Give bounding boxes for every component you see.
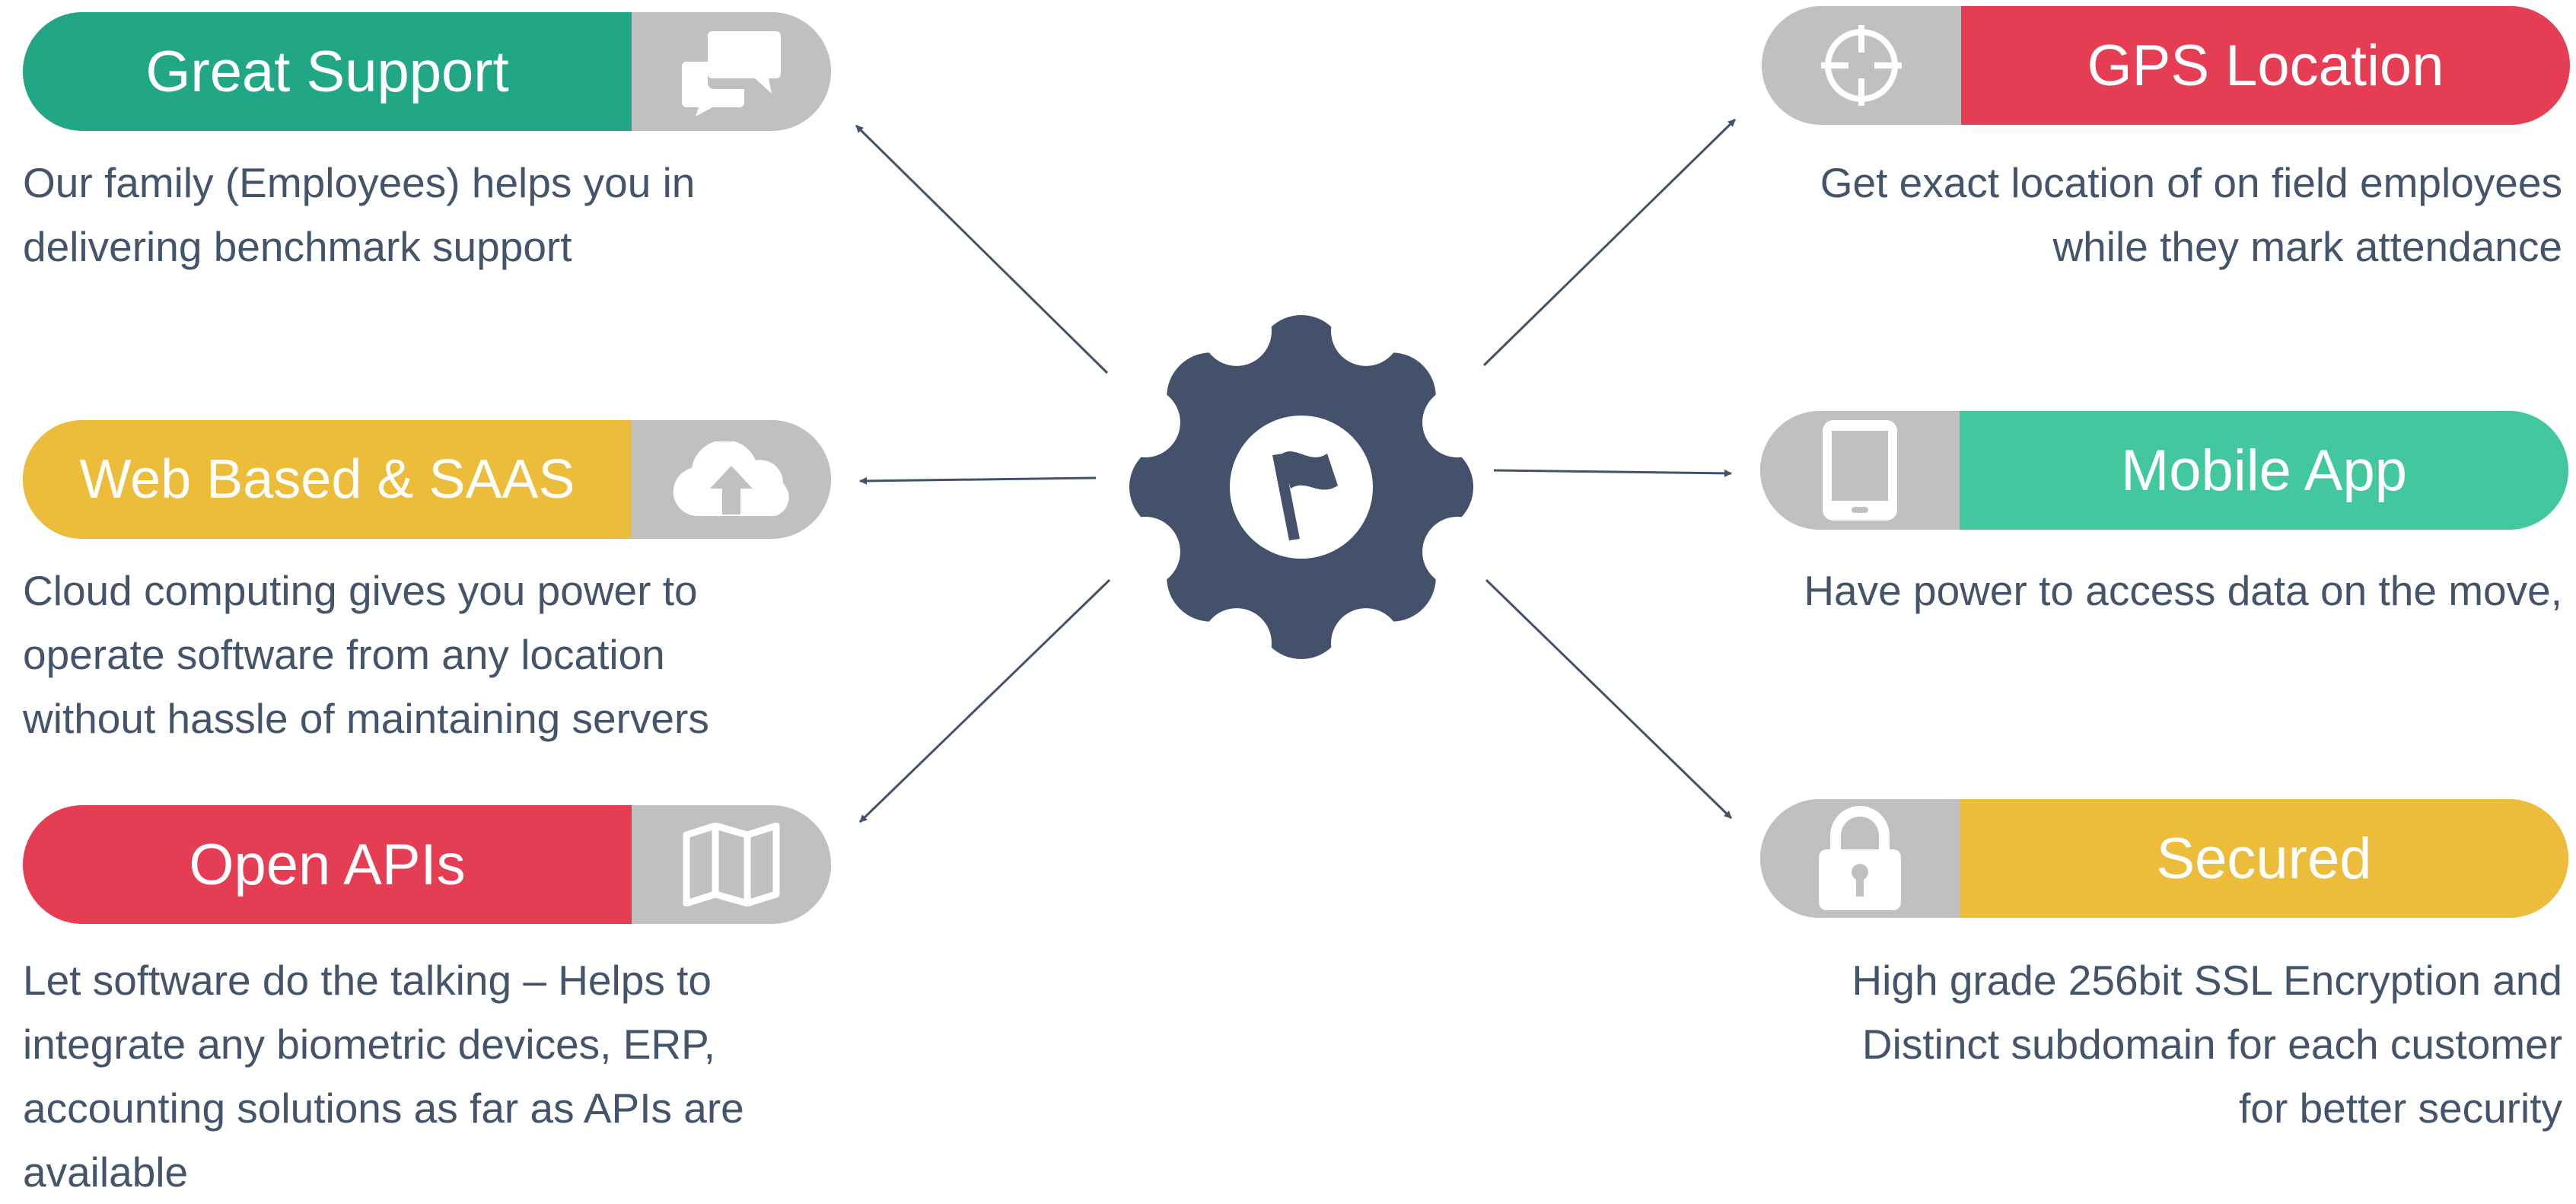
arrow-to-gps-location — [1482, 118, 1737, 367]
web-based-pill: Web Based & SAAS — [23, 420, 831, 539]
description-line: Have power to access data on the move, — [1804, 567, 2562, 614]
gear-tooth — [1167, 533, 1256, 622]
description-line: accounting solutions as far as APIs are — [23, 1085, 744, 1132]
map-icon — [683, 823, 780, 906]
mobile-app-description: Have power to access data on the move, — [1771, 559, 2562, 623]
description-line: integrate any biometric devices, ERP, — [23, 1021, 715, 1068]
open-apis-title: Open APIs — [23, 805, 632, 924]
open-apis-description: Let software do the talking – Helps to i… — [23, 948, 814, 1204]
crosshair-icon — [1821, 25, 1902, 106]
cloud-upload-icon — [673, 441, 789, 516]
great-support-title: Great Support — [23, 12, 632, 131]
gear-notch — [1202, 312, 1272, 366]
secured-title: Secured — [1960, 799, 2568, 918]
gear-notch — [1422, 517, 1476, 587]
gps-location-icon-box — [1762, 6, 1961, 125]
gear-tooth — [1257, 571, 1345, 659]
web-based-icon-box — [632, 420, 831, 539]
gear-tooth — [1347, 352, 1436, 441]
description-line: Get exact location of on field employees — [1820, 159, 2562, 206]
description-line: Distinct subdomain for each customer — [1861, 1021, 2562, 1068]
description-line: for better security — [2239, 1085, 2562, 1132]
arrow-to-great-support — [855, 124, 1109, 374]
description-line: Let software do the talking – Helps to — [23, 957, 712, 1004]
description-line: without hassle of maintaining servers — [23, 695, 709, 742]
secured-icon-box — [1760, 799, 1960, 918]
mobile-app-pill: Mobile App — [1760, 411, 2568, 530]
gps-location-description: Get exact location of on field employees… — [1771, 151, 2562, 279]
description-line: delivering benchmark support — [23, 223, 572, 270]
description-line: operate software from any location — [23, 631, 665, 678]
lock-icon — [1819, 806, 1901, 910]
great-support-icon-box — [632, 12, 831, 131]
chat-bubbles-icon — [682, 30, 781, 116]
gear-notch — [1126, 517, 1180, 587]
gps-location-pill: GPS Location — [1762, 6, 2570, 125]
gear-tooth — [1347, 533, 1436, 622]
mobile-app-title: Mobile App — [1960, 411, 2568, 530]
description-line: Our family (Employees) helps you in — [23, 159, 696, 206]
gear-tooth — [1129, 443, 1218, 531]
description-line: available — [23, 1148, 189, 1196]
gear-notch — [1422, 387, 1476, 457]
arrow-to-open-apis — [858, 578, 1111, 823]
description-line: High grade 256bit SSL Encryption and — [1852, 957, 2562, 1004]
gear-notch — [1331, 608, 1401, 662]
secured-description: High grade 256bit SSL Encryption and Dis… — [1771, 948, 2562, 1140]
arrow-to-secured — [1485, 578, 1733, 820]
gear-flag-icon — [1126, 312, 1476, 662]
gear-tooth — [1167, 352, 1256, 441]
description-line: while they mark attendance — [2052, 223, 2562, 270]
great-support-pill: Great Support — [23, 12, 831, 131]
mobile-app-icon-box — [1760, 411, 1960, 530]
arrow-to-web-based — [859, 476, 1097, 485]
gear-notch — [1126, 387, 1180, 457]
secured-pill: Secured — [1760, 799, 2568, 918]
gps-location-title: GPS Location — [1961, 6, 2570, 125]
open-apis-pill: Open APIs — [23, 805, 831, 924]
open-apis-icon-box — [632, 805, 831, 924]
description-line: Cloud computing gives you power to — [23, 567, 698, 614]
web-based-description: Cloud computing gives you power to opera… — [23, 559, 814, 750]
gear-notch — [1331, 312, 1401, 366]
great-support-description: Our family (Employees) helps you in deli… — [23, 151, 814, 279]
gear-notch — [1202, 608, 1272, 662]
gear-tooth — [1385, 443, 1473, 531]
tablet-icon — [1823, 420, 1897, 521]
gear-tooth — [1257, 315, 1345, 403]
web-based-title: Web Based & SAAS — [23, 420, 632, 539]
arrow-to-mobile-app — [1493, 469, 1732, 477]
